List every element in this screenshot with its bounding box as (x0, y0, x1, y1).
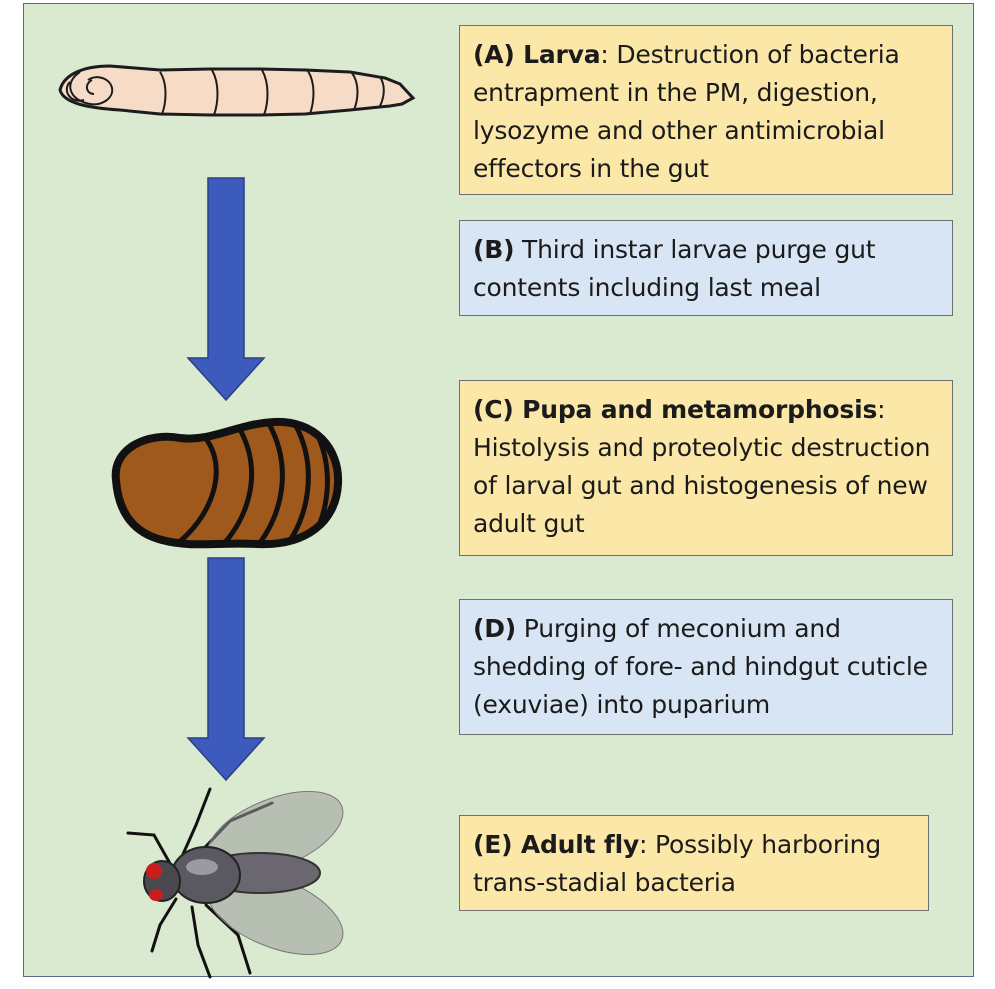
stage-a-label: (A) Larva (473, 40, 601, 69)
stage-e-text: : Possibly harboring trans-stadial bacte… (473, 830, 881, 897)
stage-b-box: (B) Third instar larvae purge gut conten… (459, 220, 953, 316)
stage-a-box: (A) Larva: Destruction of bacteria entra… (459, 25, 953, 195)
larva-illustration (58, 64, 416, 117)
stage-b-text: Third instar larvae purge gut contents i… (473, 235, 876, 302)
stage-c-label: (C) Pupa and metamorphosis (473, 395, 878, 424)
stage-d-box: (D) Purging of meconium and shedding of … (459, 599, 953, 735)
stage-c-text: : Histolysis and proteolytic destruction… (473, 395, 931, 538)
stage-d-text: Purging of meconium and shedding of fore… (473, 614, 928, 719)
down-arrow-icon (186, 557, 266, 782)
stage-a-text: : Destruction of bacteria entrapment in … (473, 40, 900, 183)
adult-fly-illustration (126, 787, 344, 979)
stage-e-label: (E) Adult fly (473, 830, 640, 859)
stage-d-label: (D) (473, 614, 517, 643)
down-arrow-icon (186, 177, 266, 402)
pupa-illustration (111, 417, 343, 549)
stage-e-box: (E) Adult fly: Possibly harboring trans-… (459, 815, 929, 911)
stage-c-box: (C) Pupa and metamorphosis: Histolysis a… (459, 380, 953, 556)
stage-b-label: (B) (473, 235, 515, 264)
